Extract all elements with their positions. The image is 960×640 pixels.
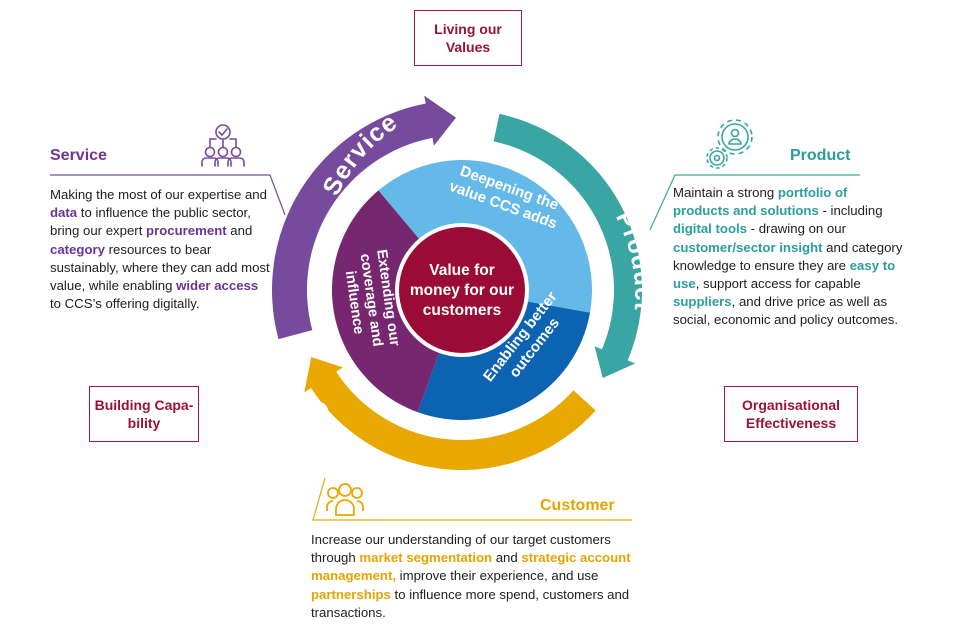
highlighted-keyword: wider access xyxy=(176,278,259,294)
group-people-icon xyxy=(326,483,364,516)
text-run: - including xyxy=(818,203,883,219)
text-run: Maintain a strong xyxy=(673,185,778,200)
highlighted-keyword: data xyxy=(50,205,78,221)
value-box-building-capability: Building Capa- bility xyxy=(89,386,199,442)
highlighted-keyword: procurement xyxy=(146,223,227,239)
product-connector-line xyxy=(649,174,860,231)
customer-description: Increase our understanding of our target… xyxy=(311,531,656,622)
team-check-icon xyxy=(201,124,245,167)
text-run: , support access for capable xyxy=(695,276,861,292)
highlighted-keyword: strategic account management, xyxy=(311,550,631,584)
text-run: and xyxy=(226,223,253,239)
value-box-living-our-values: Living our Values xyxy=(414,10,522,66)
service-connector-line xyxy=(50,174,286,216)
text-run: improve their experience, and use xyxy=(396,568,599,584)
label-core-line3: customers xyxy=(423,302,501,319)
text-run: to CCS’s offering digitally. xyxy=(50,296,200,312)
highlighted-keyword: market segmentation xyxy=(359,550,493,566)
service-title: Service xyxy=(50,147,107,164)
text-run: - drawing on our xyxy=(747,221,846,237)
highlighted-keyword: category xyxy=(50,241,105,257)
text-run: Making the most of our expertise and xyxy=(50,187,267,202)
service-arrow xyxy=(271,95,456,340)
product-title: Product xyxy=(790,147,851,164)
highlighted-keyword: partnerships xyxy=(311,586,391,602)
label-core-line1: Value for xyxy=(429,262,494,279)
label-core: Value for money for our customers xyxy=(410,262,514,319)
text-run: and xyxy=(492,550,522,566)
product-description: Maintain a strong portfolio of products … xyxy=(673,184,905,330)
customer-arrow xyxy=(304,357,596,470)
highlighted-keyword: easy to use xyxy=(673,257,896,292)
value-box-line: bility xyxy=(127,415,161,431)
product-arrow xyxy=(493,113,643,378)
service-description: Making the most of our expertise and dat… xyxy=(50,186,270,313)
value-box-line: Building Capa- xyxy=(94,397,194,413)
customer-connector-line xyxy=(312,477,632,521)
value-box-organisational-effectiveness: Organisational Effectiveness xyxy=(724,386,858,442)
value-box-line: Values xyxy=(445,39,491,55)
value-box-line: Organisational xyxy=(741,397,841,413)
customer-title: Customer xyxy=(540,497,615,514)
text-run: Increase our understanding of our target… xyxy=(311,532,611,566)
highlighted-keyword: customer/sector insight xyxy=(673,239,823,255)
value-box-line: Effectiveness xyxy=(745,415,837,431)
highlighted-keyword: digital tools xyxy=(673,221,747,237)
core-circle xyxy=(399,227,525,353)
gears-user-icon xyxy=(706,119,753,169)
label-core-line2: money for our xyxy=(410,282,514,299)
text-run: to influence the public sector, bring ou… xyxy=(50,205,251,239)
highlighted-keyword: suppliers xyxy=(673,294,732,310)
text-run: resources to bear sustainably, where the… xyxy=(50,241,270,294)
value-box-line: Living our xyxy=(434,21,502,37)
highlighted-keyword: portfolio of products and solutions xyxy=(673,185,848,219)
text-run: to influence more spend, customers and t… xyxy=(311,586,630,620)
text-run: , and drive price as well as social, eco… xyxy=(673,294,899,328)
text-run: and category knowledge to ensure they ar… xyxy=(673,239,903,273)
